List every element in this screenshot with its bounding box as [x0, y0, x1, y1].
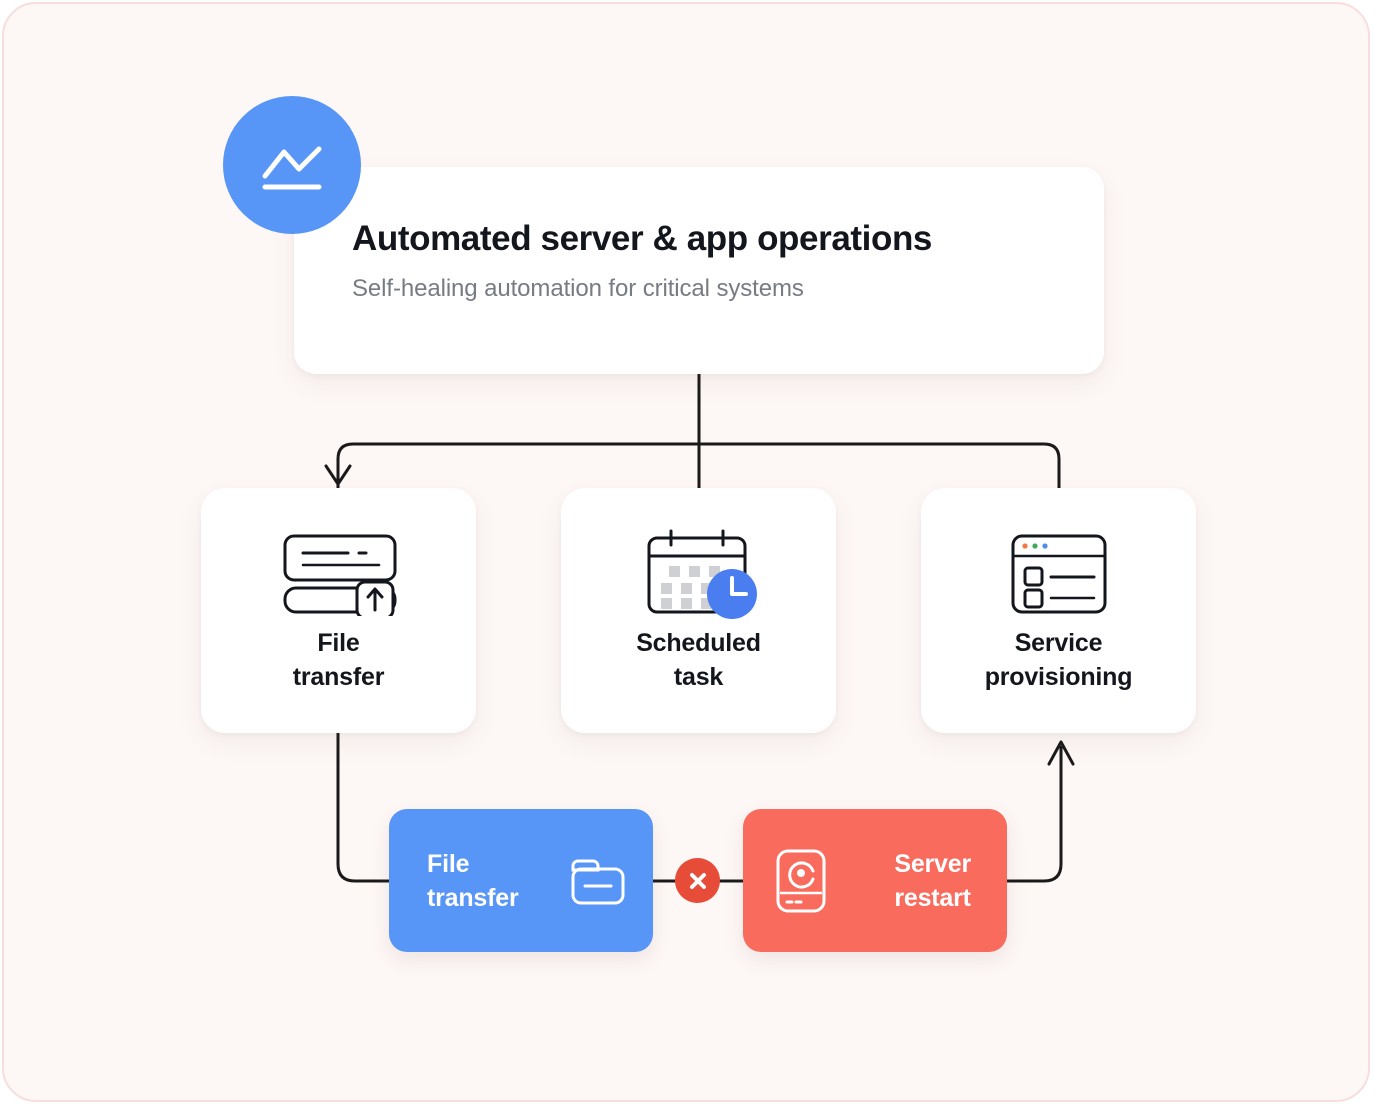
arrowhead-file-transfer	[324, 464, 352, 486]
calendar-clock-icon	[647, 529, 757, 619]
node-label: File transfer	[293, 626, 385, 694]
brand-badge	[223, 96, 361, 234]
node-label-line1: Scheduled	[636, 629, 761, 657]
header-card: Automated server & app operations Self-h…	[294, 167, 1104, 374]
x-close-icon	[689, 872, 706, 889]
node-label: Scheduled task	[636, 626, 761, 694]
node-label: Service provisioning	[985, 626, 1133, 694]
pill-file-transfer[interactable]: File transfer	[389, 809, 653, 952]
page-subtitle: Self-healing automation for critical sys…	[352, 275, 804, 302]
line-chart-icon	[262, 146, 322, 190]
pill-label-line2: transfer	[427, 883, 519, 912]
node-label-line2: task	[673, 663, 724, 691]
server-disk-icon	[776, 849, 826, 912]
pill-server-restart[interactable]: Server restart	[743, 809, 1007, 952]
file-transfer-upload-icon	[283, 534, 396, 616]
pill-label: File transfer	[427, 847, 519, 915]
pill-label-line2: restart	[894, 883, 971, 912]
browser-checklist-icon	[1011, 534, 1106, 614]
connector-card-to-blue-pill	[336, 733, 396, 883]
folder-minus-icon	[571, 859, 625, 904]
node-card-file-transfer[interactable]: File transfer	[201, 488, 476, 733]
pill-label: Server restart	[894, 847, 971, 915]
arrowhead-service-provisioning	[1047, 740, 1075, 766]
node-icon-wrap	[635, 528, 763, 620]
node-icon-wrap	[269, 528, 409, 620]
node-card-service-provisioning[interactable]: Service provisioning	[921, 488, 1196, 733]
connector-red-pill-to-service	[1000, 746, 1063, 883]
node-label-line2: transfer	[292, 663, 385, 691]
node-label-line1: Service	[1014, 629, 1103, 657]
connector-bus	[336, 442, 1061, 488]
error-badge[interactable]	[675, 858, 720, 903]
page-title: Automated server & app operations	[352, 219, 932, 258]
node-label-line2: provisioning	[984, 663, 1133, 691]
pill-label-line1: File	[427, 849, 470, 878]
node-card-scheduled-task[interactable]: Scheduled task	[561, 488, 836, 733]
pill-label-line1: Server	[894, 849, 971, 878]
node-label-line1: File	[317, 629, 360, 657]
node-icon-wrap	[1009, 528, 1109, 620]
